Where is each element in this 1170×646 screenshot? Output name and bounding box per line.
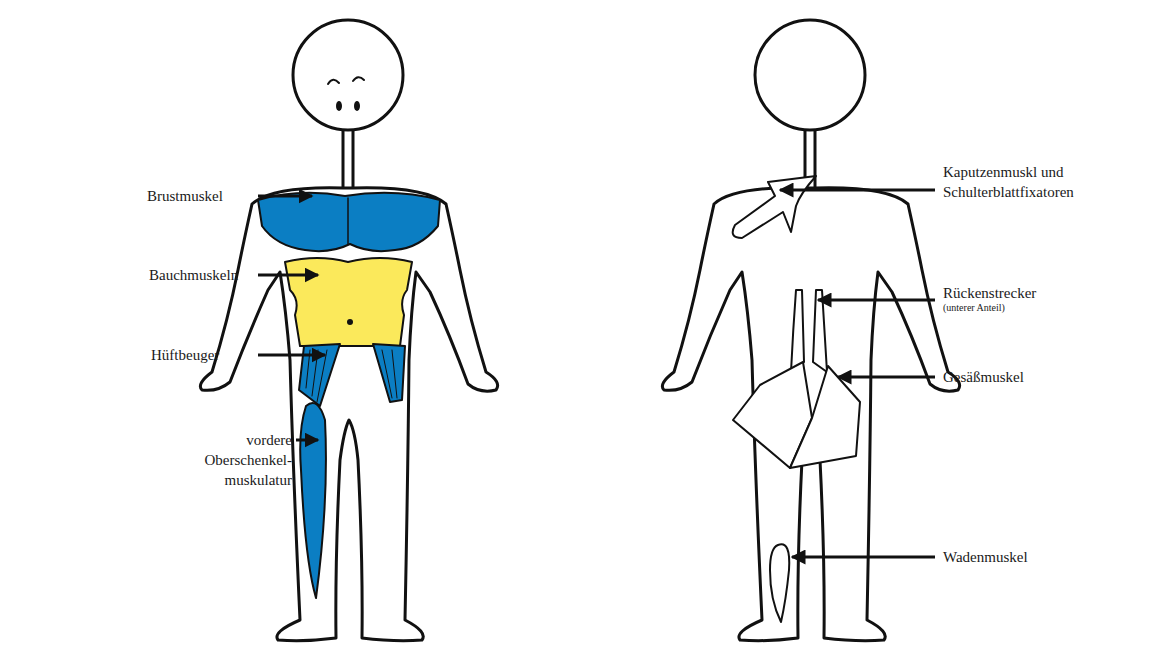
neck-line <box>814 128 817 190</box>
leader-arrows <box>258 190 935 557</box>
chest-divide <box>347 198 349 244</box>
muscle-label: Wadenmuskel <box>943 547 1143 567</box>
leader-arrow <box>258 195 312 198</box>
face-mark <box>353 77 364 81</box>
face-mark <box>328 80 339 84</box>
gluteal-muscle <box>790 366 860 468</box>
muscle-label: Rückenstrecker <box>943 283 1143 303</box>
nostril <box>336 101 342 111</box>
leader-arrow <box>838 376 935 379</box>
neck-line <box>342 128 345 190</box>
head-circle <box>293 20 403 130</box>
muscle-label: Brustmuskel <box>147 186 267 206</box>
thigh-muscle <box>300 403 326 598</box>
leader-arrow <box>792 556 935 559</box>
muscle-label: Bauchmuskeln <box>149 265 269 285</box>
muscle-label: Hüftbeuger <box>151 345 271 365</box>
leader-arrow <box>258 274 318 277</box>
trapezius-muscle <box>733 176 816 238</box>
erector-muscle <box>813 290 827 372</box>
body-outline <box>662 188 959 641</box>
muscle-label: (unterer Anteil) <box>943 301 1143 315</box>
leader-arrow <box>780 189 935 192</box>
erector-muscle <box>791 290 804 372</box>
muscle-fibre <box>306 350 327 402</box>
hip-flexor <box>299 344 340 406</box>
leader-arrow <box>296 439 318 442</box>
abdominal-muscle <box>285 258 412 346</box>
head-circle <box>755 20 865 130</box>
leader-arrow <box>258 354 325 357</box>
leader-arrow <box>818 299 935 302</box>
muscle-label: Gesäßmuskel <box>943 367 1143 387</box>
nostril <box>354 101 360 111</box>
muscle-label: Kaputzenmuskl und Schulterblattfixatoren <box>943 162 1103 202</box>
muscle-label: vordere Oberschenkel- muskulatur <box>182 430 292 490</box>
navel <box>347 319 353 325</box>
front-figure <box>200 20 497 641</box>
hip-flexor <box>373 344 405 402</box>
back-figure <box>662 20 959 641</box>
chest-muscle <box>258 193 440 251</box>
calf-muscle <box>770 544 789 622</box>
muscle-fibre <box>382 350 397 398</box>
body-outline <box>200 188 497 641</box>
neck-line <box>352 128 355 190</box>
